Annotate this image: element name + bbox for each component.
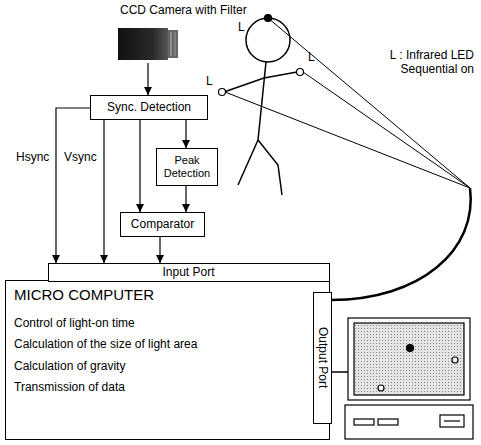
led-label: L — [308, 50, 315, 64]
signal-arrow — [159, 237, 160, 263]
box-label: CCD Camera with Filter — [120, 3, 262, 17]
function-line: Calculation of gravity — [14, 359, 321, 373]
box-label: Peak Detection — [159, 154, 215, 180]
signal-arrow — [185, 120, 186, 148]
function-line: Transmission of data — [14, 380, 321, 394]
function-line: Control of light-on time — [14, 316, 321, 330]
infrared-led — [219, 15, 304, 96]
function-line: Calculation of the size of light area — [14, 337, 321, 351]
stick-figure — [224, 18, 297, 195]
box-label: Comparator — [131, 217, 194, 231]
process-box: Peak Detection — [156, 148, 218, 186]
box-label: Sync. Detection — [107, 100, 191, 114]
box-label: Output Port — [315, 327, 329, 388]
computer-box: MICRO COMPUTER Control of light-on timeCa… — [5, 280, 330, 440]
signal-name: Hsync — [16, 150, 49, 164]
process-box: Sync. Detection — [90, 95, 208, 120]
signal-name: Vsync — [64, 150, 97, 164]
signal-arrow — [185, 186, 186, 212]
legend-note: L : Infrared LED Sequential on — [366, 48, 474, 77]
signal-arrow — [139, 120, 140, 212]
signal-arrow — [103, 120, 104, 263]
led-label: L — [206, 74, 213, 88]
box-label: Input Port — [162, 265, 214, 279]
port-box: Input Port — [48, 263, 330, 282]
led-label: L — [238, 20, 245, 34]
signal-arrow — [147, 63, 148, 95]
port-box: Output Port — [313, 292, 332, 424]
computer-monitor — [348, 318, 470, 400]
computer-wire — [331, 371, 348, 373]
computer-base — [345, 405, 473, 439]
signal-arrow — [56, 108, 90, 263]
ccd-camera — [118, 28, 178, 60]
process-box: Comparator — [120, 212, 205, 237]
box-heading: MICRO COMPUTER — [14, 286, 321, 304]
